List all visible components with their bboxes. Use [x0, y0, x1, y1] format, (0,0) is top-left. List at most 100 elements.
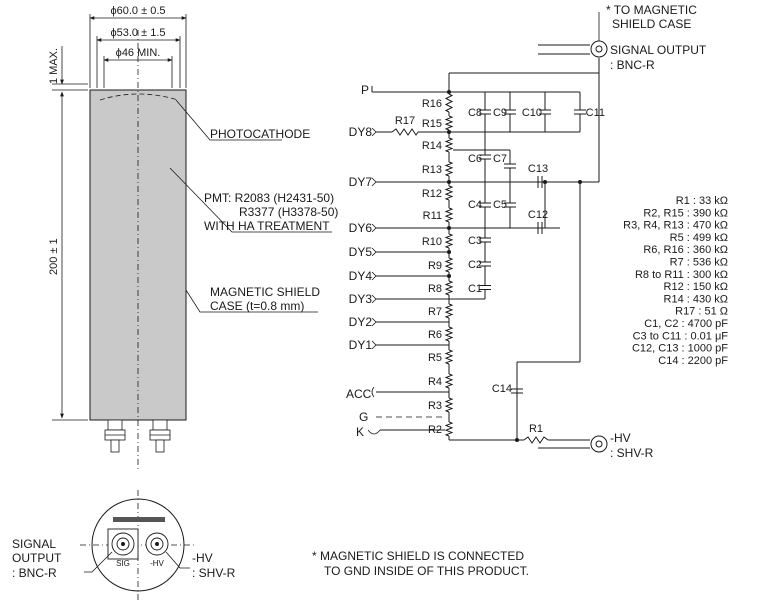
resistor-r1	[523, 436, 549, 444]
resistor-r10	[444, 233, 454, 249]
component-value-0: R1 : 33 kΩ	[676, 195, 728, 207]
dynode-label-dy4: DY4	[349, 269, 373, 283]
anode-p-label: P	[361, 83, 369, 97]
resistor-label-r11: R11	[423, 210, 442, 222]
dimension-lines	[52, 14, 187, 421]
shv-input-connector-symbol	[590, 435, 608, 453]
dynode-label-dy6: DY6	[349, 221, 373, 235]
component-value-11: C3 to C11 : 0.01 μF	[633, 330, 729, 342]
inner-diameter-label: ϕ53.0 ± 1.5	[110, 27, 165, 39]
component-value-1: R2, R15 : 390 kΩ	[643, 207, 728, 219]
resistor-label-r7: R7	[428, 306, 442, 318]
pmt-model-line1: PMT: R2083 (H2431-50)	[204, 191, 334, 205]
resistor-r15	[444, 115, 454, 131]
resistor-r14	[444, 137, 454, 153]
component-value-7: R12 : 150 kΩ	[664, 281, 728, 293]
shv-connector-bottom	[145, 532, 169, 556]
capacitor-symbols	[449, 92, 586, 420]
capacitor-label-c5: C5	[493, 199, 507, 211]
resistor-gap	[524, 436, 548, 444]
resistor-r9	[444, 257, 454, 273]
top-gap-label: 1 MAX.	[48, 48, 60, 84]
dynode-label-dy1: DY1	[349, 338, 373, 352]
capacitor-label-c8: C8	[468, 107, 482, 119]
resistor-labels: R16R15R14R13R12R11R10R9R8R7R6R5R4R3R2R17…	[395, 98, 543, 436]
resistor-r7	[444, 303, 454, 319]
resistor-label-r3: R3	[428, 400, 442, 412]
junction-dots	[447, 90, 582, 442]
dynode-pin-icon	[371, 294, 377, 304]
resistor-label-r9: R9	[428, 260, 442, 272]
label-plate	[113, 517, 165, 522]
capacitor-label-c7: C7	[493, 153, 507, 165]
sig-marking: SIG	[116, 559, 130, 568]
resistor-r11	[444, 207, 454, 223]
cathode-k-label: K	[356, 425, 364, 439]
resistor-label-r4: R4	[428, 376, 442, 388]
signal-output-label-line3: : BNC-R	[12, 566, 57, 580]
resistor-label-r5: R5	[428, 352, 442, 364]
capacitor-label-c1: C1	[468, 283, 482, 295]
dynode-label-dy7: DY7	[349, 175, 373, 189]
dynode-label-dy3: DY3	[349, 292, 373, 306]
acc-pin-icon	[371, 386, 375, 398]
resistor-label-r16: R16	[422, 98, 442, 110]
component-value-2: R3, R4, R13 : 470 kΩ	[623, 220, 728, 232]
component-value-8: R14 : 430 kΩ	[664, 293, 728, 305]
component-value-3: R5 : 499 kΩ	[670, 232, 728, 244]
dynode-pin-icon	[371, 317, 377, 327]
dynode-label-dy2: DY2	[349, 315, 373, 329]
dynode-pin-icon	[371, 223, 377, 233]
capacitor-label-c9: C9	[493, 107, 507, 119]
capacitor-label-c10: C10	[522, 107, 542, 119]
resistor-r16	[444, 93, 454, 113]
resistor-label-r12: R12	[422, 188, 442, 200]
resistor-r13	[444, 161, 454, 177]
photocathode-label: PHOTOCATHODE	[210, 127, 310, 141]
circuit-wiring	[367, 12, 600, 449]
signal-output-label-line2: OUTPUT	[12, 551, 62, 565]
magnetic-shield-label-line1: MAGNETIC SHIELD	[210, 285, 320, 299]
dynode-pin-icon	[371, 247, 377, 257]
resistor-label-r13: R13	[422, 164, 442, 176]
component-value-4: R6, R16 : 360 kΩ	[643, 244, 728, 256]
component-value-6: R8 to R11 : 300 kΩ	[635, 269, 728, 281]
bnc-connector-side	[104, 419, 126, 453]
resistor-label-r10: R10	[422, 236, 442, 248]
resistor-label-r8: R8	[428, 283, 442, 295]
hv-circuit-line1: -HV	[610, 431, 631, 445]
component-value-9: R17 : 51 Ω	[675, 306, 728, 318]
resistor-label-r2: R2	[428, 424, 442, 436]
resistor-label-r17: R17	[395, 115, 415, 127]
note-line1: * MAGNETIC SHIELD IS CONNECTED	[312, 549, 524, 563]
resistor-r4	[444, 373, 454, 389]
capacitor-label-c12: C12	[528, 209, 548, 221]
min-diameter-label: ϕ46 MIN.	[116, 47, 161, 59]
component-value-10: C1, C2 : 4700 pF	[644, 318, 728, 330]
capacitor-label-c6: C6	[468, 153, 482, 165]
capacitor-label-c3: C3	[468, 235, 482, 247]
capacitor-label-c4: C4	[468, 199, 482, 211]
bnc-connector-bottom	[107, 528, 139, 560]
magnetic-shield-label-line2: CASE (t=0.8 mm)	[210, 299, 304, 313]
tube-outline	[89, 30, 187, 470]
resistor-label-r6: R6	[428, 329, 442, 341]
dynode-pin-icon	[371, 177, 377, 187]
signal-output-circuit-line1: SIGNAL OUTPUT	[610, 43, 707, 57]
capacitor-label-c2: C2	[468, 259, 482, 271]
signal-output-label-line1: SIGNAL	[12, 537, 56, 551]
hv-circuit-line2: : SHV-R	[610, 446, 654, 460]
resistor-symbols	[391, 93, 549, 444]
signal-output-circuit-line2: : BNC-R	[610, 58, 655, 72]
capacitor-label-c14: C14	[492, 383, 512, 395]
dynode-pin-icon	[371, 340, 377, 350]
resistor-r5	[444, 349, 454, 365]
resistor-r3	[444, 397, 454, 413]
resistor-r2	[444, 421, 454, 437]
shv-connector-side	[149, 419, 171, 453]
